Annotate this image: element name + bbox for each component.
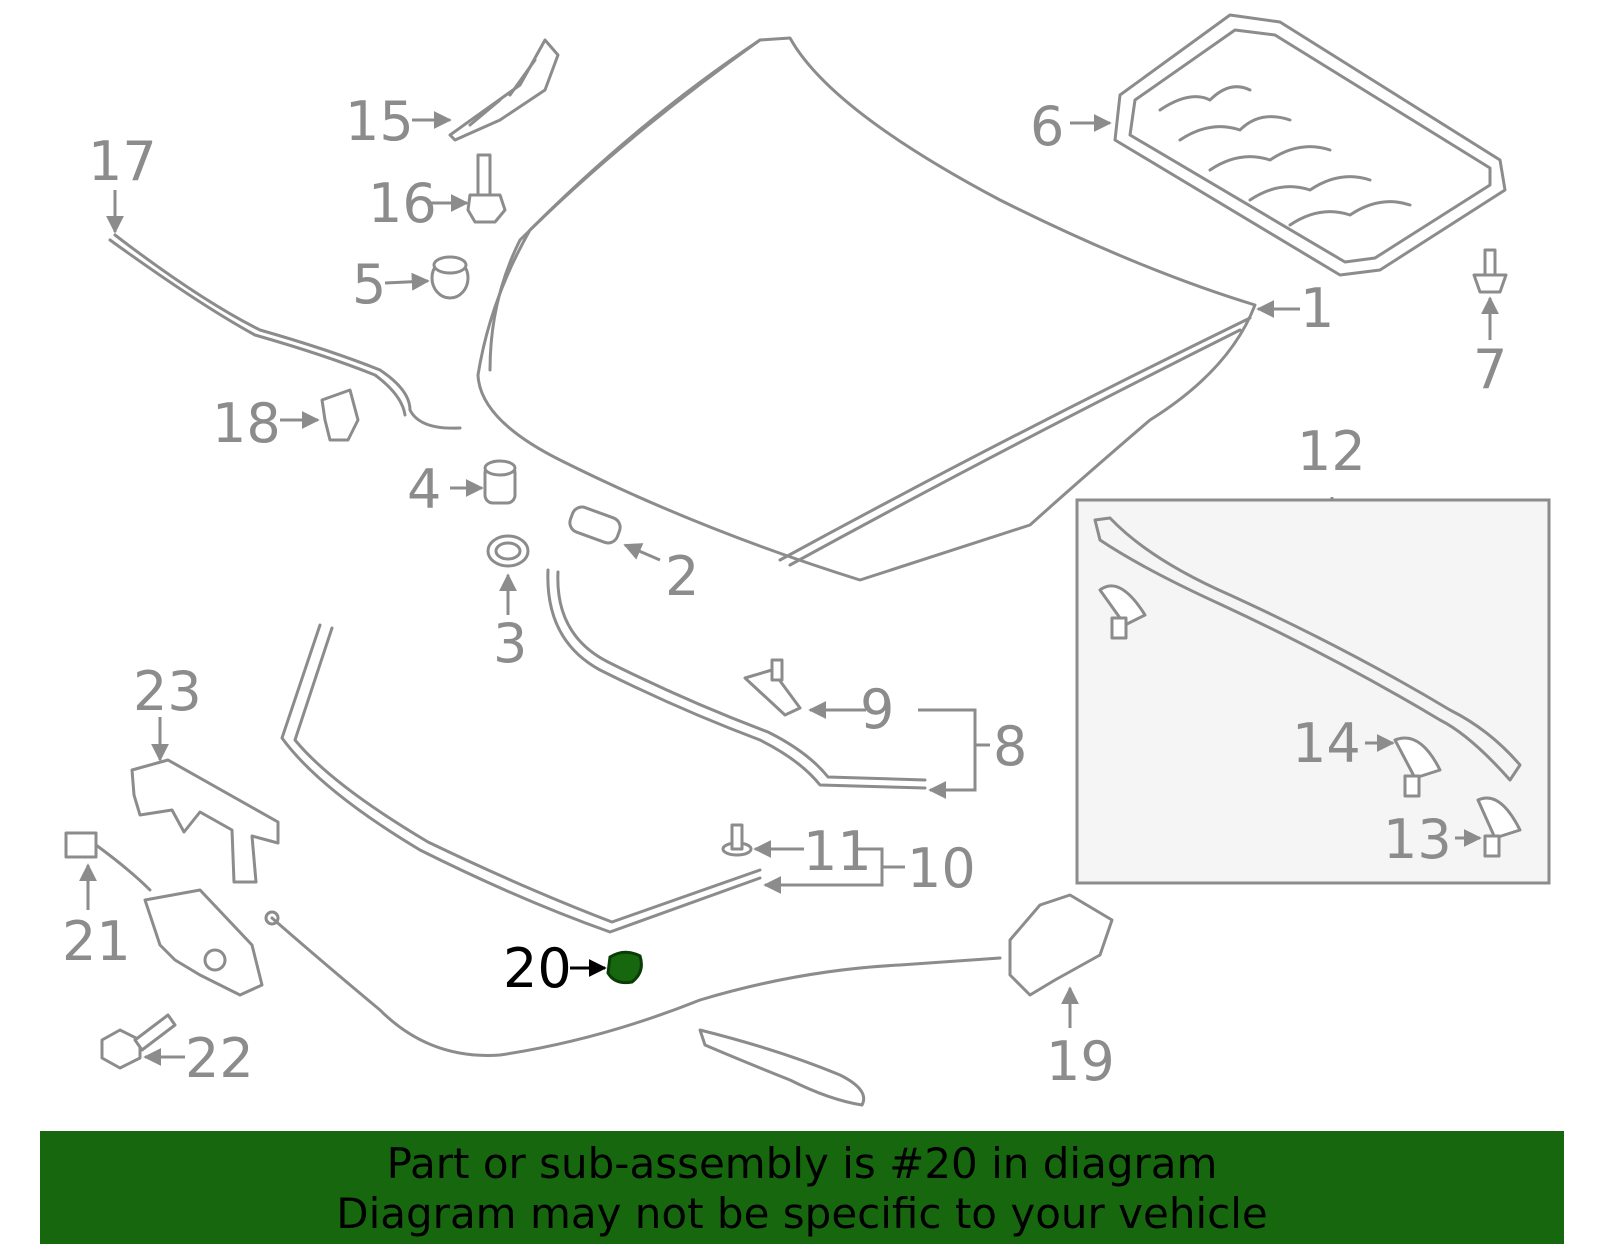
release-handle (264, 893, 1114, 1107)
callout-6: 6 (1030, 95, 1064, 158)
callout-4: 4 (407, 458, 441, 521)
seal-clip-9 (743, 658, 802, 717)
callout-12: 12 (1297, 420, 1366, 483)
seal-ring (486, 534, 530, 568)
hood-latch (64, 831, 264, 997)
hood-hinge (448, 38, 560, 142)
callout-20: 20 (503, 937, 572, 1000)
callout-labels: 1 2 3 4 5 6 7 8 9 10 11 12 13 14 15 16 1… (62, 90, 1507, 1093)
callout-15: 15 (345, 90, 414, 153)
callout-7: 7 (1473, 338, 1507, 401)
rod-clip-13 (1476, 796, 1522, 858)
callout-13: 13 (1383, 808, 1452, 871)
callout-1: 1 (1300, 277, 1334, 340)
info-banner: Part or sub-assembly is #20 in diagram D… (40, 1131, 1564, 1244)
callout-14: 14 (1292, 712, 1361, 775)
callout-2: 2 (665, 545, 699, 608)
callout-16: 16 (368, 172, 437, 235)
callout-21: 21 (62, 910, 131, 973)
callout-8: 8 (993, 715, 1027, 778)
rod-clip-14 (1393, 736, 1442, 798)
hood-seal (546, 568, 927, 790)
banner-line-1: Part or sub-assembly is #20 in diagram (386, 1139, 1218, 1188)
callout-11: 11 (803, 820, 872, 883)
hood-cushion (430, 255, 470, 300)
callout-3: 3 (493, 612, 527, 675)
front-seal (280, 623, 762, 934)
callout-23: 23 (133, 660, 202, 723)
latch-bolt (100, 1013, 177, 1070)
callout-9: 9 (860, 678, 894, 741)
cable-clip (320, 388, 360, 442)
release-cable (108, 233, 462, 430)
highlighted-part-20 (606, 950, 643, 985)
callout-10: 10 (907, 837, 976, 900)
callout-18: 18 (212, 392, 281, 455)
callout-5: 5 (352, 253, 386, 316)
leader-lines (79, 111, 1499, 1066)
hood-pad (568, 505, 622, 545)
prop-rod-inset (1075, 498, 1551, 885)
hood-panel (476, 36, 1257, 582)
seal-clip-11 (721, 823, 753, 857)
hood-buffer (483, 459, 517, 505)
banner-line-2: Diagram may not be specific to your vehi… (336, 1189, 1268, 1238)
latch-cover (130, 758, 280, 884)
hinge-bolt (466, 153, 507, 224)
callout-19: 19 (1046, 1030, 1115, 1093)
callout-17: 17 (88, 130, 157, 193)
callout-22: 22 (185, 1027, 254, 1090)
insulator-clip (1472, 248, 1508, 294)
hood-insulator (1113, 13, 1507, 277)
